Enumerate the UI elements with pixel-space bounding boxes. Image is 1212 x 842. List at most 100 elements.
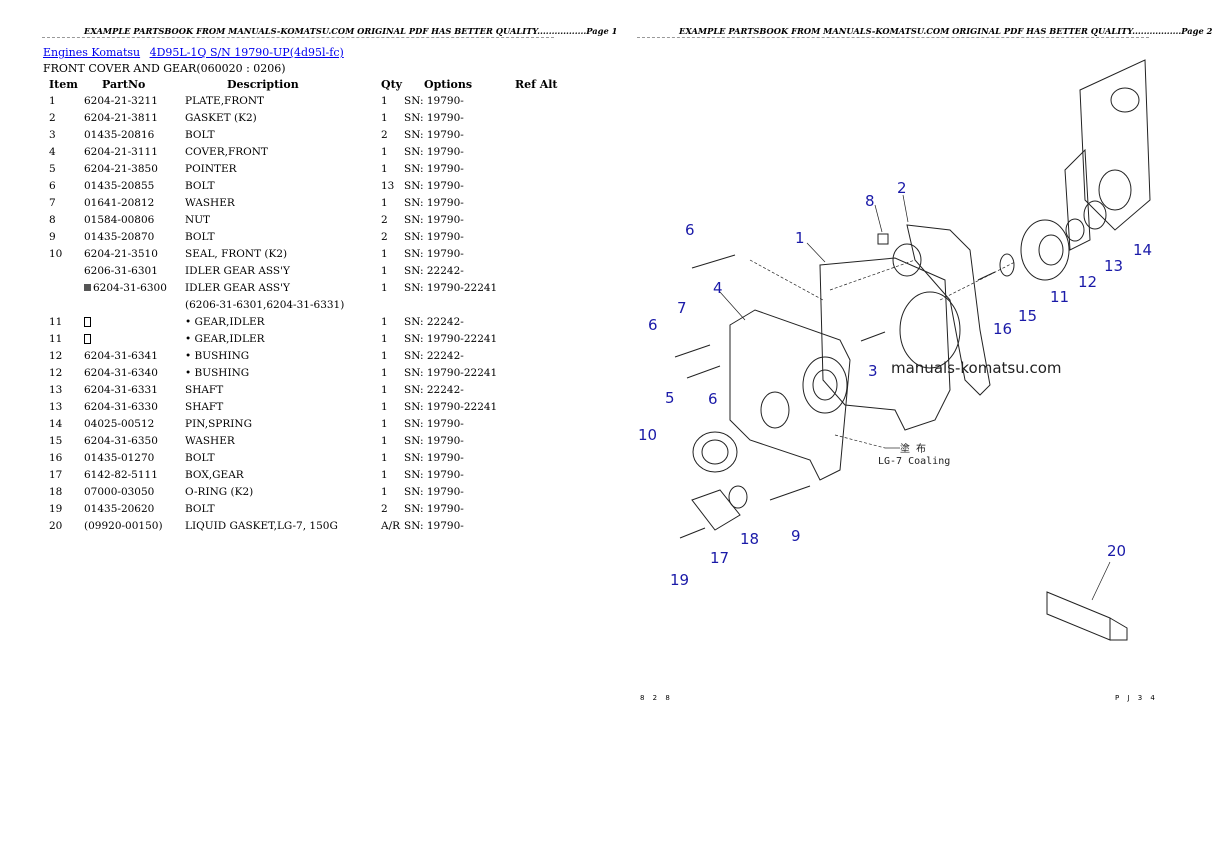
callout-8: 8 [865,192,875,210]
cell-description-text: • BUSHING [185,366,250,379]
cell-ref-alt [515,262,565,279]
cell-item-text: 11 [49,315,63,328]
cell-description-text: SHAFT [185,383,224,396]
cell-qty: 1 [381,449,404,466]
cell-ref-alt [515,500,565,517]
annotation-coating: LG-7 Coaling [878,456,950,467]
cell-ref-alt [515,364,565,381]
cell-options-text: SN: 19790- [404,519,464,532]
breadcrumb-link-engines[interactable]: Engines Komatsu [43,46,141,59]
cell-description: (6206-31-6301,6204-31-6331) [185,296,381,313]
cell-qty-text: 1 [381,485,388,498]
cell-item: 18 [43,483,84,500]
bolt-3 [860,331,886,342]
gasket-tube [1046,591,1111,641]
cell-options: SN: 19790- [404,517,515,534]
leader-line [749,259,824,301]
cell-description: SHAFT [185,398,381,415]
cell-description-text: PLATE,FRONT [185,94,265,107]
cell-partno-text: 6204-21-3850 [84,162,158,175]
cell-qty: 1 [381,381,404,398]
cell-description-text: NUT [185,213,211,226]
breadcrumb-link-model[interactable]: 4D95L-1Q S/N 19790-UP(4d95l-fc) [149,46,344,59]
cell-options-text: SN: 22242- [404,349,464,362]
annotation-jp: 塗 布 [900,442,926,455]
cell-qty-text: 1 [381,162,388,175]
cell-ref-alt [515,296,565,313]
cell-partno-text: 6204-31-6340 [84,366,158,379]
cell-ref-alt [515,177,565,194]
cell-qty: 1 [381,245,404,262]
cell-description-text: POINTER [185,162,237,175]
cell-description-text: PIN,SPRING [185,417,252,430]
cell-options: SN: 19790- [404,483,515,500]
cell-options: SN: 19790- [404,109,515,126]
cell-item-text: 20 [49,519,63,532]
cell-partno: 01435-20620 [84,500,185,517]
block-gear [1098,169,1132,211]
cell-qty-text: 2 [381,502,388,515]
cell-partno-text: 01584-00806 [84,213,155,226]
cell-description: SEAL, FRONT (K2) [185,245,381,262]
cell-item-text: 16 [49,451,63,464]
callout-14: 14 [1133,241,1152,259]
cell-item: 3 [43,126,84,143]
callout-17: 17 [710,549,729,567]
cell-item: 7 [43,194,84,211]
cell-options: SN: 19790- [404,126,515,143]
cell-options: SN: 19790-22241 [404,330,515,347]
cell-partno-text: 01641-20812 [84,196,155,209]
cell-partno: 01435-20816 [84,126,185,143]
front-seal-inner [701,439,729,465]
cell-options: SN: 19790- [404,500,515,517]
cell-item-text: 13 [49,383,63,396]
bolt-6a [691,254,736,269]
cell-partno: 6204-21-3111 [84,143,185,160]
bolt-6b [674,344,711,358]
cell-ref-alt [515,466,565,483]
cell-options-text: SN: 19790- [404,145,464,158]
cell-item: 17 [43,466,84,483]
callout-3: 3 [868,362,878,380]
cell-options-text: SN: 19790-22241 [404,400,498,413]
cell-partno: 6204-21-3811 [84,109,185,126]
cell-description-text: LIQUID GASKET,LG-7, 150G [185,519,338,532]
cell-description: BOLT [185,126,381,143]
cell-qty-text: 1 [381,315,388,328]
cell-qty-text: A/R [381,519,401,532]
cell-partno-text: 01435-20855 [84,179,155,192]
cell-description: • GEAR,IDLER [185,330,381,347]
cell-ref-alt [515,143,565,160]
leader-line [939,261,1016,301]
cell-options: SN: 19790- [404,466,515,483]
cell-qty-text: 1 [381,366,388,379]
cell-qty-text: 1 [381,349,388,362]
header-rule [42,37,554,38]
header-rule [637,37,1149,38]
cell-description: GASKET (K2) [185,109,381,126]
cell-options: SN: 19790- [404,177,515,194]
cell-item-text: 12 [49,366,63,379]
bushing [1065,218,1085,242]
cell-item-text: 18 [49,485,63,498]
cell-description: WASHER [185,194,381,211]
cell-description-text: • BUSHING [185,349,250,362]
cell-options-text: SN: 19790- [404,502,464,515]
cell-partno-text: 6204-21-3811 [84,111,158,124]
cell-description-text: WASHER [185,434,235,447]
front-cover-shape [729,309,851,481]
cell-description: O-RING (K2) [185,483,381,500]
cell-item: 15 [43,432,84,449]
cell-partno: 6204-31-6331 [84,381,185,398]
leader-line [834,434,886,449]
cell-description: IDLER GEAR ASS'Y [185,279,381,296]
cell-ref-alt [515,415,565,432]
cell-item: 5 [43,160,84,177]
cell-qty-text: 1 [381,451,388,464]
cell-partno: 6206-31-6301 [84,262,185,279]
